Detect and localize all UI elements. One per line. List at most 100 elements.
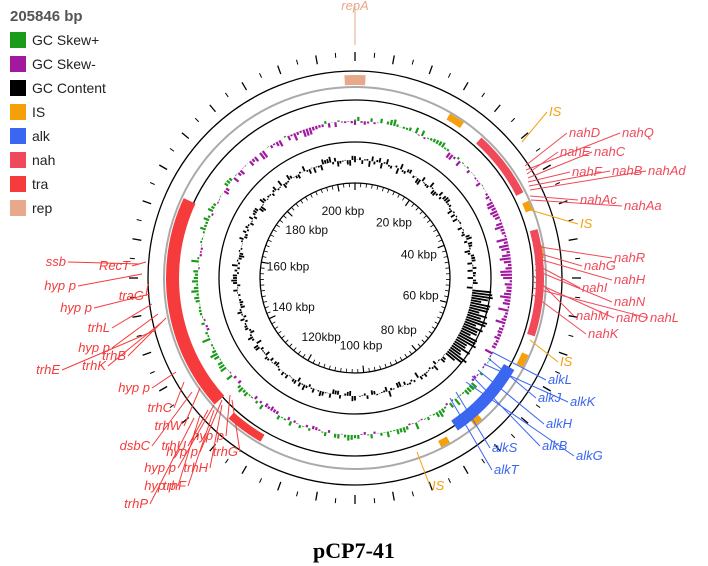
gc-skew-bar bbox=[205, 324, 209, 328]
gc-content-bar bbox=[284, 372, 287, 375]
gc-content-bar bbox=[277, 188, 280, 191]
gc-content-bar bbox=[395, 167, 400, 175]
gene-label: hyp p bbox=[44, 278, 76, 293]
gene-label: alkT bbox=[494, 462, 520, 477]
gc-skew-bar bbox=[207, 334, 210, 338]
gc-content-bar bbox=[471, 291, 493, 297]
inner-tick bbox=[387, 189, 390, 194]
gc-content-bar bbox=[260, 346, 265, 351]
gc-skew-bar bbox=[191, 259, 199, 263]
inner-tick bbox=[434, 321, 439, 325]
gc-content-bar bbox=[463, 240, 468, 244]
gc-content-bar bbox=[455, 215, 458, 218]
gc-content-bar bbox=[333, 157, 337, 162]
gc-content-bar bbox=[414, 372, 419, 379]
inner-tick bbox=[268, 315, 276, 320]
gc-skew-bar bbox=[276, 415, 281, 420]
gc-content-bar bbox=[406, 383, 409, 386]
inner-tick bbox=[274, 326, 279, 330]
gene-leader-line bbox=[111, 303, 153, 329]
gc-skew-bar bbox=[254, 395, 258, 400]
gene-leader-line bbox=[477, 369, 545, 425]
outer-tick bbox=[462, 81, 469, 91]
gc-content-bar bbox=[272, 186, 277, 191]
gc-content-bar bbox=[448, 204, 452, 208]
gc-skew-bar bbox=[199, 312, 203, 316]
gc-skew-bar bbox=[454, 398, 461, 406]
gc-content-bar bbox=[238, 257, 242, 260]
gc-content-bar bbox=[431, 187, 434, 190]
gc-skew-bar bbox=[479, 372, 484, 376]
gc-content-bar bbox=[244, 322, 247, 326]
gc-content-bar bbox=[239, 236, 244, 241]
gene-label: hyp p bbox=[78, 340, 110, 355]
gc-content-bar bbox=[244, 233, 249, 237]
gc-content-bar bbox=[467, 262, 473, 265]
gene-label: trhU bbox=[161, 438, 186, 453]
gc-skew-bar bbox=[489, 354, 492, 358]
kbp-label: 80 kbp bbox=[381, 323, 417, 337]
legend-item-nah: nah bbox=[10, 148, 106, 172]
gc-skew-bar bbox=[408, 423, 411, 426]
is-feature bbox=[438, 436, 450, 448]
outer-tick bbox=[142, 200, 152, 205]
gc-skew-bar bbox=[452, 156, 456, 160]
gc-skew-bar bbox=[494, 216, 501, 221]
inner-tick bbox=[423, 215, 427, 219]
inner-tick bbox=[437, 316, 442, 320]
gc-skew-bar bbox=[440, 142, 446, 148]
gc-content-bar bbox=[266, 198, 269, 201]
gc-skew-bar bbox=[501, 324, 505, 328]
outer-tick bbox=[568, 334, 574, 337]
gc-skew-bar bbox=[495, 319, 506, 325]
gc-content-bar bbox=[438, 196, 442, 200]
inner-tick bbox=[315, 191, 318, 196]
gc-content-bar bbox=[472, 289, 492, 294]
gene-label: nahAd bbox=[648, 163, 686, 178]
gc-skew-bar bbox=[206, 327, 210, 331]
gc-skew-bar bbox=[207, 207, 214, 213]
gc-skew-bar bbox=[476, 179, 479, 182]
gc-content-bar bbox=[440, 358, 446, 363]
gc-skew-bar bbox=[491, 345, 497, 349]
gc-skew-bar bbox=[456, 156, 460, 160]
outer-tick bbox=[194, 117, 200, 123]
gc-skew-bar bbox=[446, 148, 450, 152]
outer-tick bbox=[447, 72, 451, 78]
inner-tick bbox=[320, 189, 323, 194]
gc-skew-bar bbox=[198, 309, 202, 313]
inner-tick bbox=[389, 361, 393, 366]
gc-skew-bar bbox=[217, 361, 224, 366]
outer-tick bbox=[259, 72, 263, 78]
outer-tick bbox=[315, 55, 318, 65]
gc-content-bar bbox=[461, 233, 466, 237]
kbp-label: 40 kbp bbox=[401, 248, 437, 262]
gc-skew-bar bbox=[489, 198, 492, 202]
gc-content-bar bbox=[275, 361, 280, 367]
gc-skew-bar bbox=[414, 422, 420, 430]
gc-content-bar bbox=[378, 157, 382, 163]
gc-skew-bar bbox=[405, 127, 409, 131]
legend-swatch bbox=[10, 56, 26, 72]
gc-content-bar bbox=[263, 351, 266, 354]
gc-skew-bar bbox=[476, 373, 479, 377]
inner-tick bbox=[263, 300, 268, 303]
gene-label: trhF bbox=[163, 478, 187, 493]
gc-skew-bar bbox=[408, 127, 412, 132]
inner-tick bbox=[404, 353, 408, 358]
gc-skew-bar bbox=[443, 147, 447, 150]
gc-skew-bar bbox=[195, 299, 200, 303]
gc-skew-bar bbox=[302, 129, 307, 138]
gc-content-bar bbox=[280, 371, 285, 376]
gc-skew-bar bbox=[396, 428, 400, 435]
gc-skew-bar bbox=[471, 378, 475, 382]
gc-content-bar bbox=[240, 318, 245, 322]
gene-leader-line bbox=[173, 381, 185, 409]
kbp-label: 100 kbp bbox=[340, 339, 383, 353]
gene-leader-line bbox=[151, 371, 177, 389]
gc-skew-bar bbox=[213, 355, 220, 361]
gc-content-bar bbox=[286, 180, 290, 183]
gc-skew-bar bbox=[203, 224, 208, 228]
legend-label: GC Skew+ bbox=[32, 32, 100, 48]
inner-tick bbox=[261, 295, 266, 298]
